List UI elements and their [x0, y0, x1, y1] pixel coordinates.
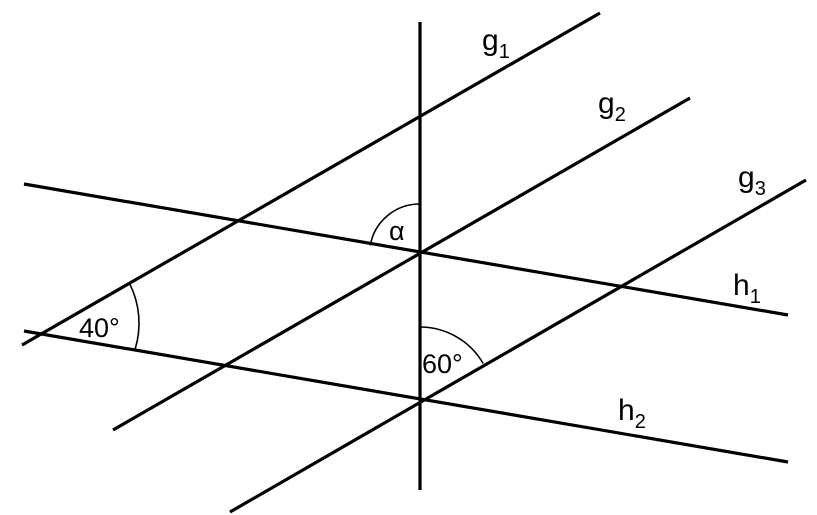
label-g1: g1 — [482, 24, 510, 63]
label-h2: h2 — [618, 394, 646, 433]
line-h1 — [23, 182, 789, 317]
arc-alpha — [369, 203, 421, 246]
line-g1 — [21, 11, 601, 347]
line-g2 — [112, 96, 691, 432]
label-g2: g2 — [598, 87, 626, 126]
angle-60-label: 60° — [422, 349, 463, 379]
arc-40 — [128, 283, 140, 350]
angle-alpha-label: α — [389, 216, 405, 246]
arc-60 — [419, 326, 484, 364]
line-h2 — [23, 329, 789, 464]
label-g3: g3 — [738, 161, 766, 200]
angle-40-label: 40° — [79, 313, 120, 343]
label-h1: h1 — [733, 269, 761, 308]
line-g3 — [229, 178, 807, 514]
